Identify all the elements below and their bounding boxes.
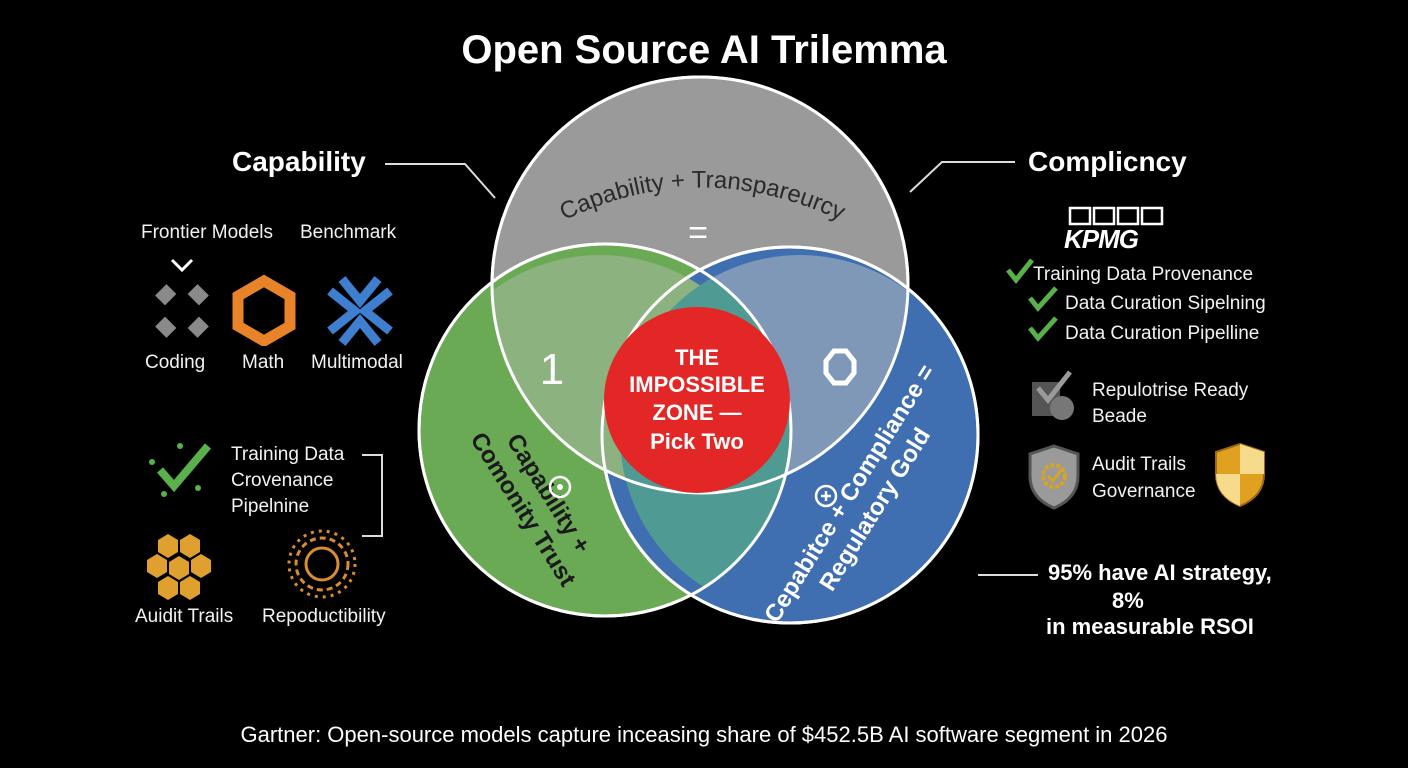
chevron-down-icon bbox=[170, 258, 194, 273]
svg-text:KPMG: KPMG bbox=[1064, 224, 1139, 254]
compliance-icon bbox=[814, 484, 838, 508]
center-line-1: THE bbox=[675, 345, 719, 370]
capability-connector bbox=[385, 163, 496, 199]
benchmark-label: Benchmark bbox=[300, 222, 397, 243]
bottom-icons bbox=[147, 529, 357, 600]
link-icon bbox=[823, 348, 857, 386]
multimodal-icon bbox=[327, 276, 393, 346]
audit-line-2: Governance bbox=[1092, 481, 1196, 502]
training-data-block: Training Data Crovenance Pipelnine bbox=[231, 442, 344, 520]
audit-trails-left-label: Auidit Trails bbox=[135, 606, 234, 627]
math-label: Math bbox=[242, 352, 285, 373]
check-icon bbox=[1028, 316, 1058, 342]
multimodal-label: Multimodal bbox=[311, 352, 403, 373]
coding-label: Coding bbox=[145, 352, 206, 373]
ready-line-2: Beade bbox=[1092, 406, 1147, 427]
kpmg-logo: KPMG bbox=[1064, 206, 1164, 254]
audit-line-1: Audit Trails bbox=[1092, 454, 1186, 475]
page-title: Open Source AI Trilemma bbox=[461, 28, 947, 72]
center-line-2: IMPOSSIBLE bbox=[629, 372, 765, 397]
audit-block: Audit Trails Governance bbox=[1092, 451, 1196, 505]
reproducibility-label: Repoductibility bbox=[262, 606, 386, 627]
training-line-2: Crovenance bbox=[231, 470, 334, 491]
check-sparkle-icon bbox=[149, 443, 212, 497]
center-line-3: ZONE — bbox=[652, 400, 741, 425]
check-item-2: Data Curation Sipelning bbox=[1065, 293, 1266, 314]
ready-block: Repulotrise Ready Beade bbox=[1092, 378, 1248, 430]
community-icon bbox=[548, 475, 572, 499]
gear-ring-icon bbox=[287, 529, 357, 599]
footer-note: Gartner: Open-source models capture ince… bbox=[240, 722, 1168, 747]
shield-gear-icon bbox=[1028, 444, 1080, 510]
stat-line-3: in measurable RSOI bbox=[1046, 614, 1254, 639]
check-icon bbox=[1006, 258, 1034, 285]
coding-icon bbox=[155, 284, 209, 338]
training-line-1: Training Data bbox=[231, 444, 345, 465]
check-item-1: Training Data Provenance bbox=[1033, 264, 1254, 285]
math-icon bbox=[232, 274, 296, 346]
compliancy-heading: Complicncy bbox=[1028, 146, 1187, 177]
capability-heading: Capability bbox=[232, 146, 366, 177]
capability-icons bbox=[155, 258, 393, 346]
center-line-4: Pick Two bbox=[650, 429, 744, 454]
check-icon bbox=[1028, 286, 1058, 312]
impossible-zone-circle bbox=[604, 307, 790, 493]
ready-line-1: Repulotrise Ready bbox=[1092, 380, 1249, 401]
stat-line-1: 95% have AI strategy, bbox=[1048, 560, 1272, 585]
compliance-connector bbox=[909, 161, 1015, 193]
shield-icon bbox=[1215, 442, 1265, 508]
check-item-3: Data Curation Pipelline bbox=[1065, 323, 1260, 344]
training-line-3: Pipelnine bbox=[231, 496, 310, 517]
stat-line-2: 8% bbox=[1112, 588, 1144, 613]
ready-badge-icon bbox=[1032, 370, 1074, 420]
venn-left-overlap-number: 1 bbox=[540, 345, 564, 394]
venn-top-symbol: = bbox=[688, 214, 708, 252]
check-icons bbox=[1006, 258, 1058, 342]
training-bracket bbox=[362, 454, 383, 537]
honeycomb-icon bbox=[147, 534, 211, 600]
frontier-models-label: Frontier Models bbox=[141, 222, 273, 243]
